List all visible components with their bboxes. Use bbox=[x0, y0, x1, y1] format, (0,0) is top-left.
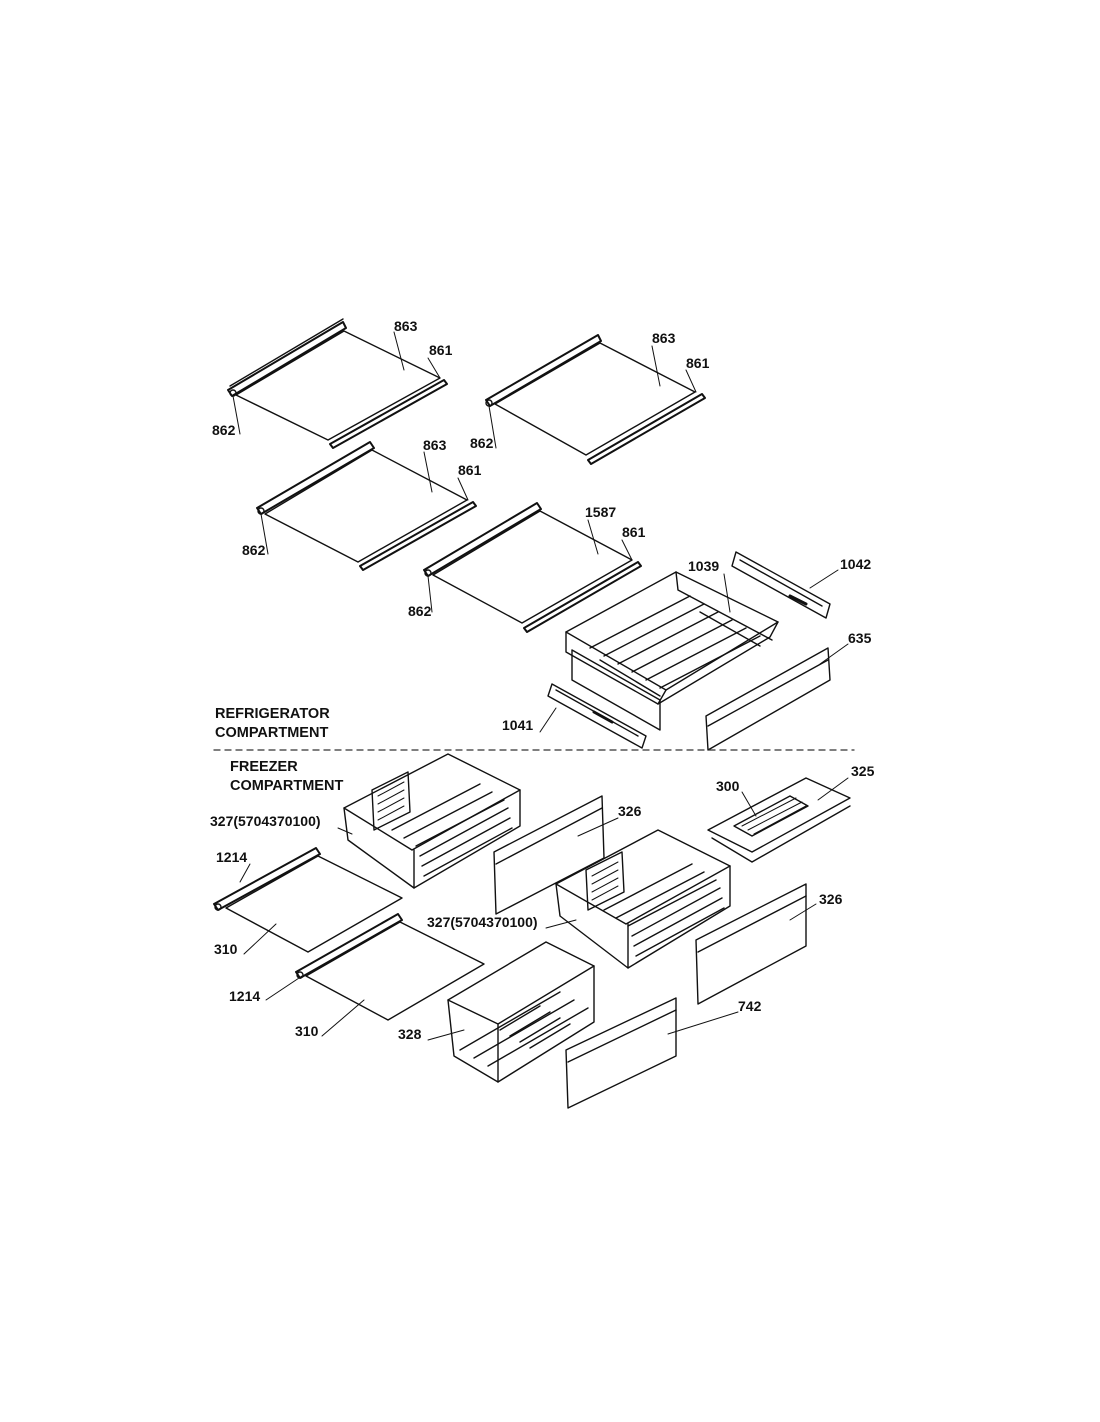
callout-300: 300 bbox=[716, 778, 740, 794]
callout-1042: 1042 bbox=[840, 556, 872, 572]
callout-310-lower: 310 bbox=[295, 1023, 319, 1039]
refrigerator-label-line-2: COMPARTMENT bbox=[215, 725, 329, 741]
callout-862-c: 862 bbox=[242, 542, 266, 558]
callout-861-a: 861 bbox=[429, 342, 453, 358]
callout-862-b: 862 bbox=[470, 435, 494, 451]
freezer-glass-shelf-upper bbox=[213, 847, 403, 953]
callout-1214-upper: 1214 bbox=[216, 849, 248, 865]
drawer-rail-left bbox=[547, 683, 647, 749]
callout-327-left: 327(5704370100) bbox=[210, 813, 321, 829]
freezer-label-line-2: COMPARTMENT bbox=[230, 778, 344, 794]
callout-863-b: 863 bbox=[652, 330, 676, 346]
callout-1587: 1587 bbox=[585, 504, 617, 520]
ice-tray bbox=[707, 777, 851, 863]
callout-742: 742 bbox=[738, 998, 762, 1014]
callout-326-left: 326 bbox=[618, 803, 642, 819]
callout-863-c: 863 bbox=[423, 437, 447, 453]
callout-328: 328 bbox=[398, 1026, 422, 1042]
freezer-compartment-label: FREEZER COMPARTMENT bbox=[230, 758, 343, 796]
glass-shelf-3 bbox=[256, 441, 477, 571]
callout-325: 325 bbox=[851, 763, 875, 779]
freezer-drawer-right bbox=[555, 829, 731, 969]
wire-basket bbox=[447, 941, 595, 1083]
glass-shelf-4 bbox=[423, 502, 642, 633]
drawer-rail-right bbox=[731, 551, 831, 619]
freezer-label-line-1: FREEZER bbox=[230, 759, 298, 775]
freezer-glass-shelf-lower bbox=[295, 913, 485, 1021]
callout-862-d: 862 bbox=[408, 603, 432, 619]
callout-862-a: 862 bbox=[212, 422, 236, 438]
callout-861-b: 861 bbox=[686, 355, 710, 371]
crisper-front-panel bbox=[705, 647, 831, 751]
basket-front-panel bbox=[565, 997, 677, 1109]
callout-861-c: 861 bbox=[458, 462, 482, 478]
refrigerator-compartment-label: REFRIGERATOR COMPARTMENT bbox=[215, 705, 330, 743]
freezer-drawer-left bbox=[343, 753, 521, 889]
callout-861-d: 861 bbox=[622, 524, 646, 540]
callout-1214-lower: 1214 bbox=[229, 988, 261, 1004]
crisper-drawer bbox=[565, 571, 779, 731]
callout-1039: 1039 bbox=[688, 558, 720, 574]
glass-shelf-1 bbox=[227, 318, 448, 449]
callout-327-right: 327(5704370100) bbox=[427, 914, 538, 930]
freezer-front-panel-right bbox=[695, 883, 807, 1005]
callout-310-upper: 310 bbox=[214, 941, 238, 957]
glass-shelf-2 bbox=[485, 334, 706, 465]
leader-lines bbox=[232, 331, 849, 1041]
refrigerator-label-line-1: REFRIGERATOR bbox=[215, 706, 330, 722]
callout-1041: 1041 bbox=[502, 717, 534, 733]
callout-635: 635 bbox=[848, 630, 872, 646]
callout-863-a: 863 bbox=[394, 318, 418, 334]
callout-326-right: 326 bbox=[819, 891, 843, 907]
